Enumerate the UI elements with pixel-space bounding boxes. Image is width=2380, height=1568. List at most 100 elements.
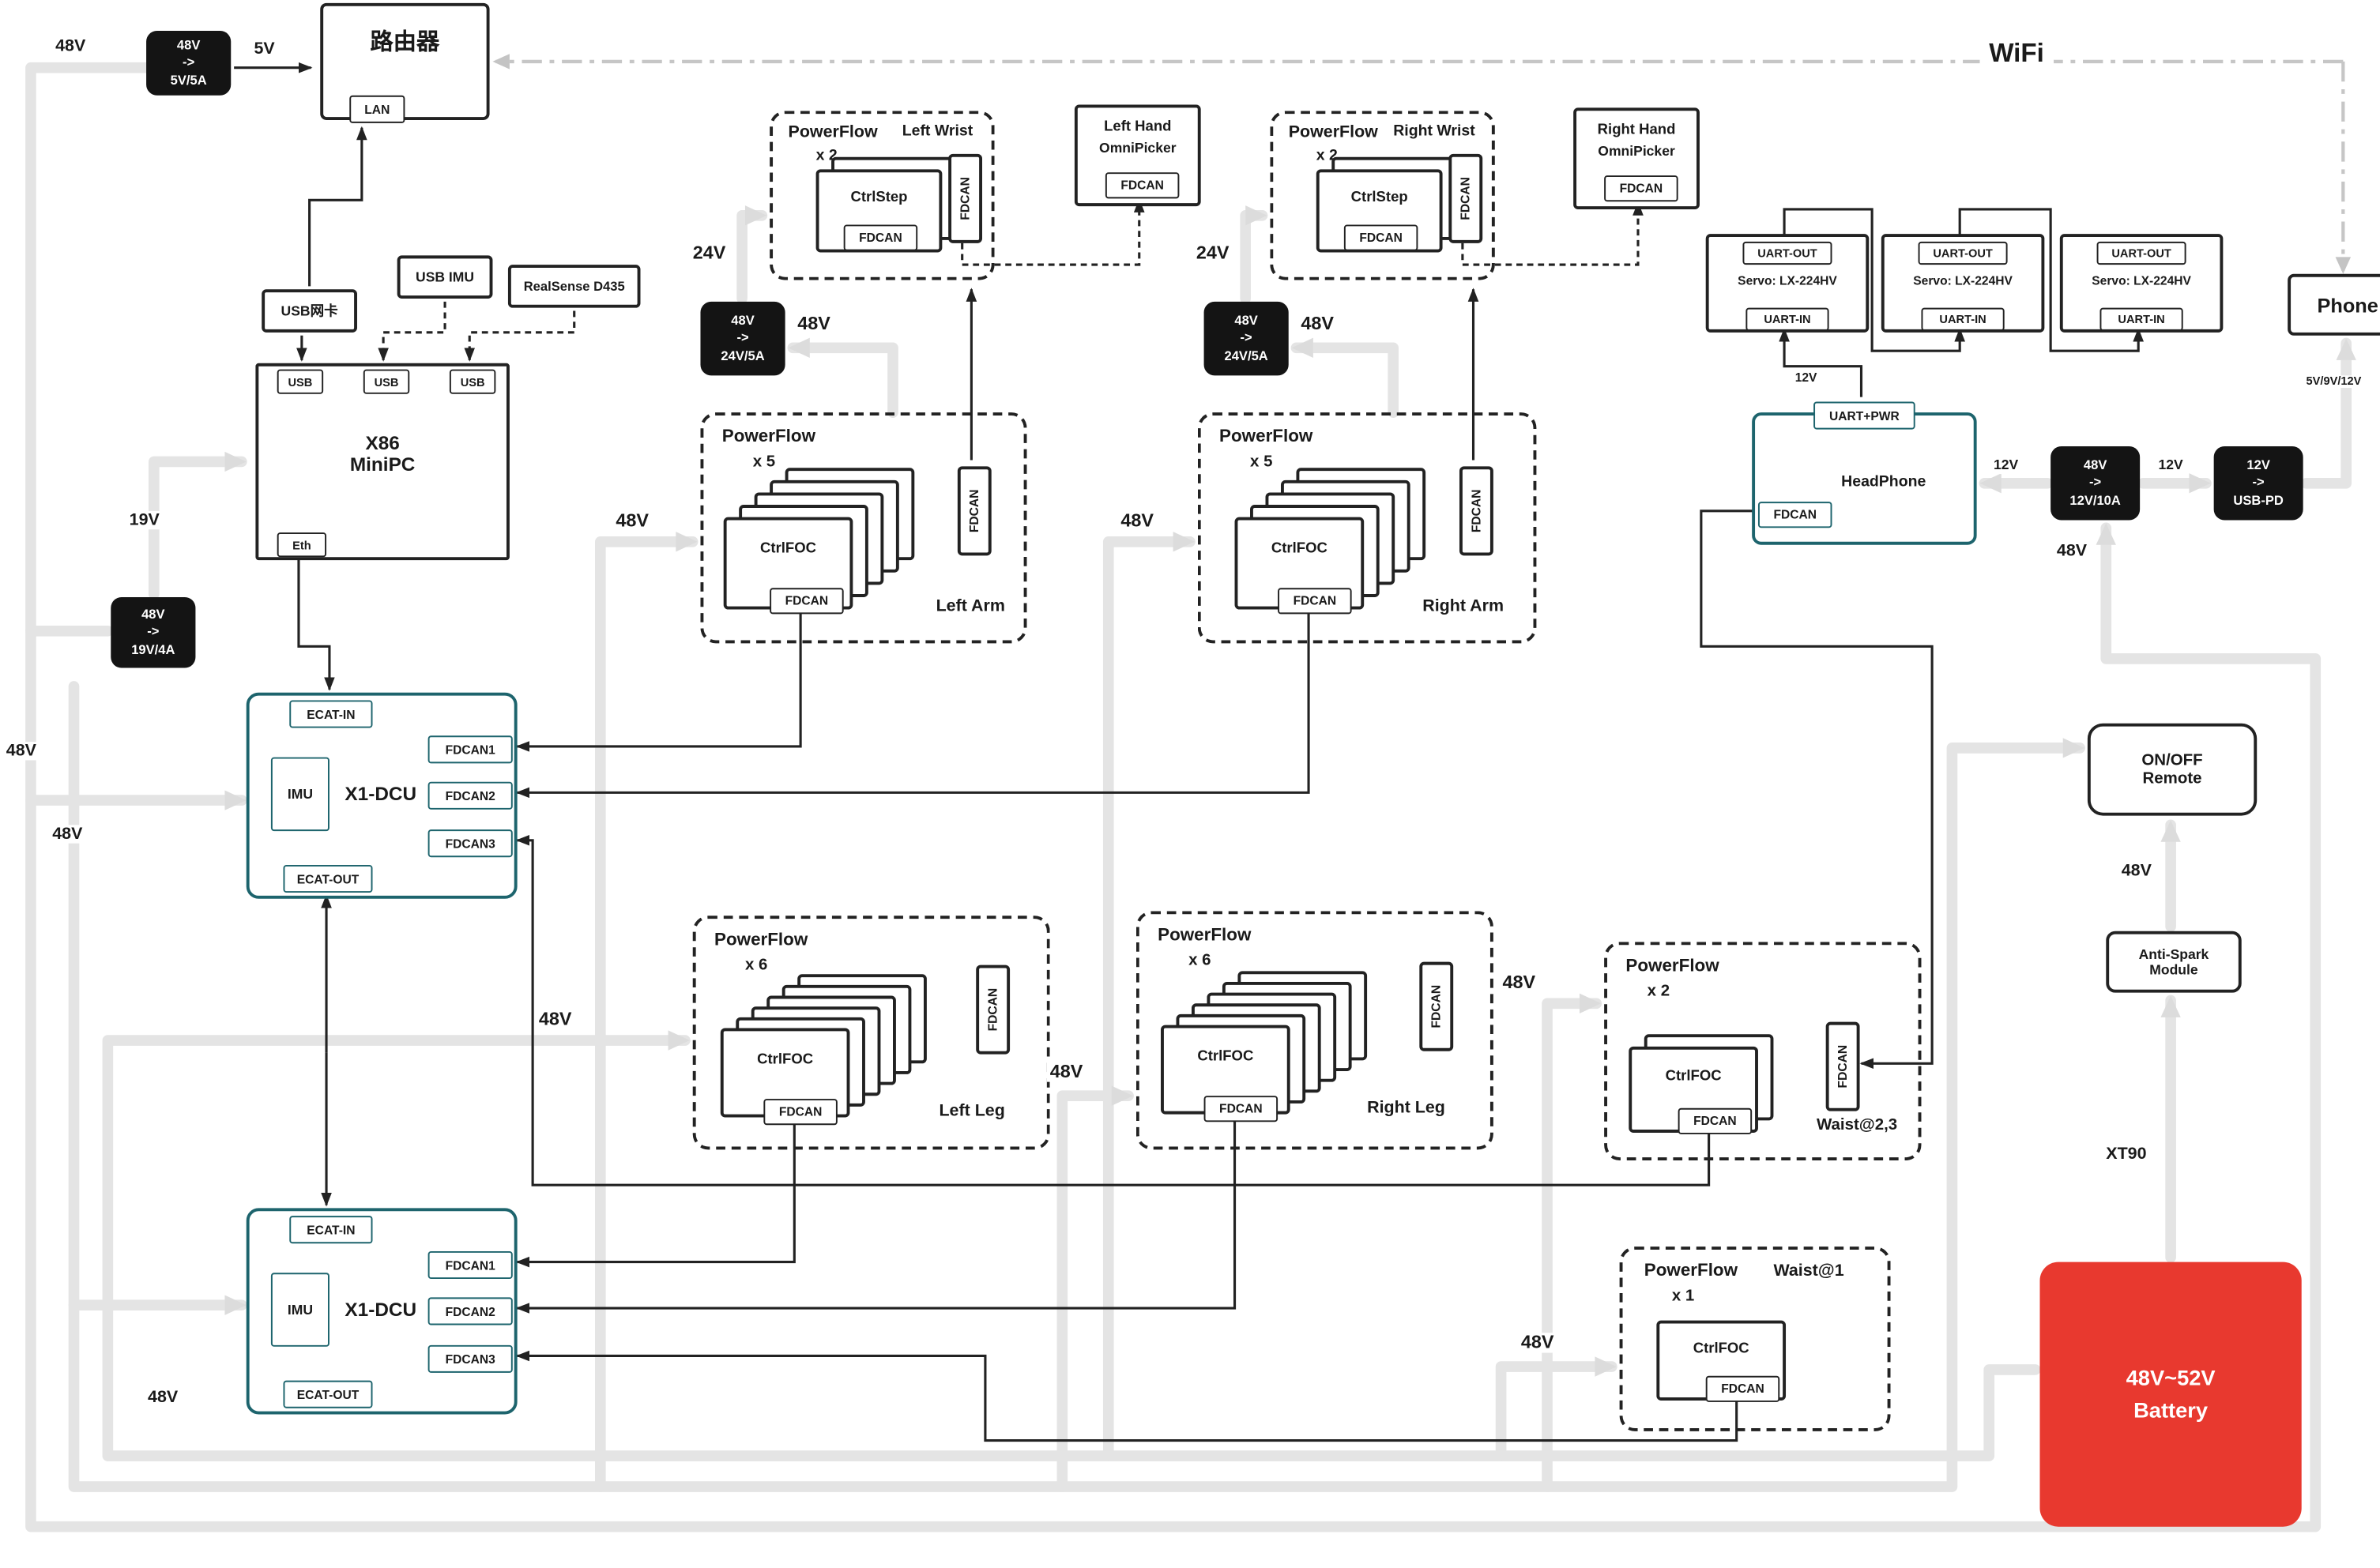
servo-model: Servo: LX-224HV [1913, 273, 2013, 288]
router-title: 路由器 [370, 29, 440, 56]
anti-spark-module-box: Anti-Spark Module [2106, 931, 2242, 993]
power-lines [25, 62, 2356, 1532]
power-wire [1056, 1085, 1134, 1492]
phone-box: Phone [2288, 273, 2380, 336]
powerflow-count: x 5 [1250, 452, 1273, 472]
powerflow-left-arm: PowerFlow x 5 CtrlFOC FDCAN FDCAN Left A… [700, 412, 1027, 644]
voltage-label: 48V [1046, 1061, 1086, 1083]
fdcan-port: FDCAN [1203, 1096, 1278, 1122]
powerflow-title: PowerFlow [1644, 1262, 1738, 1280]
ctrlfoc-card: CtrlFOC FDCAN [723, 517, 853, 615]
powerflow-left-leg: PowerFlow x 6 CtrlFOC FDCAN FDCAN Left L… [692, 916, 1050, 1150]
power-wire [595, 532, 699, 1492]
data-wire [515, 611, 802, 752]
x1-dcu-upper: ECAT-IN IMU X1-DCU FDCAN1 FDCAN2 FDCAN3 … [246, 692, 518, 899]
fdcan-port: FDCAN [1705, 1375, 1780, 1402]
fdcan-port: FDCAN [1757, 502, 1832, 528]
voltage-label: 48V [794, 313, 834, 335]
onoff-remote-box: ON/OFF Remote [2087, 723, 2258, 816]
ecat-out-port: ECAT-OUT [283, 864, 373, 893]
ctrl-label: CtrlFOC [1693, 1340, 1749, 1358]
fdcan-chain-port: FDCAN [1419, 961, 1454, 1051]
fdcan3-port: FDCAN3 [427, 829, 513, 858]
fdcan-port: FDCAN [1105, 172, 1180, 199]
power-wire [1290, 337, 1399, 418]
voltage-label: 24V [689, 242, 729, 264]
fdcan-chain-port: FDCAN [948, 153, 983, 243]
fdcan-chain-port: FDCAN [1825, 1021, 1860, 1111]
powerflow-left-wrist: PowerFlow x 2 Left Wrist CtrlStep FDCAN … [770, 111, 995, 280]
voltage-label: 48V [612, 510, 652, 532]
powerflow-right-leg: PowerFlow x 6 CtrlFOC FDCAN FDCAN Right … [1135, 911, 1493, 1150]
powerflow-name: Left Leg [939, 1101, 1005, 1121]
uart-out-port: UART-OUT [1918, 241, 2008, 265]
power-wire [1542, 993, 1602, 1492]
fdcan1-port: FDCAN1 [427, 1250, 513, 1280]
data-wire [515, 611, 1310, 799]
voltage-label: 12V [1791, 371, 1821, 386]
uart-in-port: UART-IN [1745, 307, 1829, 331]
voltage-label: 48V [52, 36, 89, 56]
minipc-box: USB USB USB X86 MiniPC Eth [255, 363, 510, 561]
data-wire [308, 126, 367, 287]
powerflow-title: PowerFlow [1158, 926, 1252, 946]
uart-out-port: UART-OUT [2096, 241, 2186, 265]
power-wire [149, 451, 247, 600]
uart-in-port: UART-IN [2099, 307, 2183, 331]
uart-in-port: UART-IN [1921, 307, 2005, 331]
router-box: 路由器 LAN [320, 2, 490, 123]
voltage-label: 12V [2155, 457, 2186, 474]
fdcan3-port: FDCAN3 [427, 1344, 513, 1373]
voltage-label: 48V [49, 825, 86, 844]
data-wire [1958, 208, 2145, 352]
voltage-label: 48V [1297, 313, 1337, 335]
realsense-label: RealSense D435 [523, 278, 625, 295]
ctrlfoc-card: CtrlFOC FDCAN [1629, 1046, 1758, 1134]
fdcan-port: FDCAN [1278, 588, 1352, 615]
left-hand-box: Left Hand OmniPicker FDCAN [1074, 104, 1201, 207]
powerflow-name: Waist@2,3 [1816, 1115, 1898, 1134]
phone-label: Phone [2317, 294, 2378, 318]
dcu-title: X1-DCU [345, 1299, 417, 1321]
data-wire [297, 557, 335, 691]
powerflow-count: x 5 [752, 452, 776, 472]
servo-box-2: UART-OUT Servo: LX-224HV UART-IN [1881, 234, 2045, 333]
converter-12v-to-usbpd: 12V -> USB-PD [2213, 446, 2303, 521]
voltage-label: 48V [2054, 541, 2090, 561]
power-wire [736, 205, 768, 304]
powerflow-name: Right Arm [1422, 596, 1504, 616]
fdcan-port: FDCAN [1678, 1107, 1753, 1134]
ctrl-label: CtrlStep [1350, 189, 1408, 207]
data-wire [515, 1350, 1738, 1442]
voltage-label: 48V [2118, 862, 2155, 881]
eth-port: Eth [277, 532, 327, 558]
data-wire [961, 198, 1145, 266]
fdcan-chain-port: FDCAN [1448, 153, 1483, 243]
powerflow-title: PowerFlow [721, 427, 816, 447]
ctrl-label: CtrlFOC [1197, 1047, 1254, 1066]
data-wire [464, 310, 576, 362]
fdcan-chain-port: FDCAN [1459, 466, 1493, 556]
powerflow-title: PowerFlow [714, 931, 808, 950]
ctrlstep-card: CtrlStep FDCAN [815, 169, 943, 253]
usb-imu-label: USB IMU [416, 269, 475, 285]
ctrl-label: CtrlStep [850, 189, 908, 207]
data-wire [515, 1120, 796, 1268]
uart-out-port: UART-OUT [1742, 241, 1832, 265]
powerflow-count: x 1 [1671, 1286, 1695, 1306]
fdcan-port: FDCAN [1343, 224, 1418, 251]
ctrlfoc-card: CtrlFOC FDCAN [1234, 517, 1365, 615]
fdcan-port: FDCAN [843, 224, 918, 251]
fdcan1-port: FDCAN1 [427, 735, 513, 764]
right-hand-box: Right Hand OmniPicker FDCAN [1573, 107, 1700, 209]
power-wire [787, 337, 898, 418]
ctrlfoc-card: CtrlFOC FDCAN [1161, 1025, 1290, 1122]
servo-model: Servo: LX-224HV [2092, 273, 2191, 288]
hand-name: Left Hand [1104, 118, 1172, 136]
fdcan-port: FDCAN [763, 1099, 838, 1126]
usb-port-1: USB [277, 369, 324, 394]
powerflow-right-arm: PowerFlow x 5 CtrlFOC FDCAN FDCAN Right … [1197, 412, 1537, 644]
fdcan2-port: FDCAN2 [427, 781, 513, 810]
